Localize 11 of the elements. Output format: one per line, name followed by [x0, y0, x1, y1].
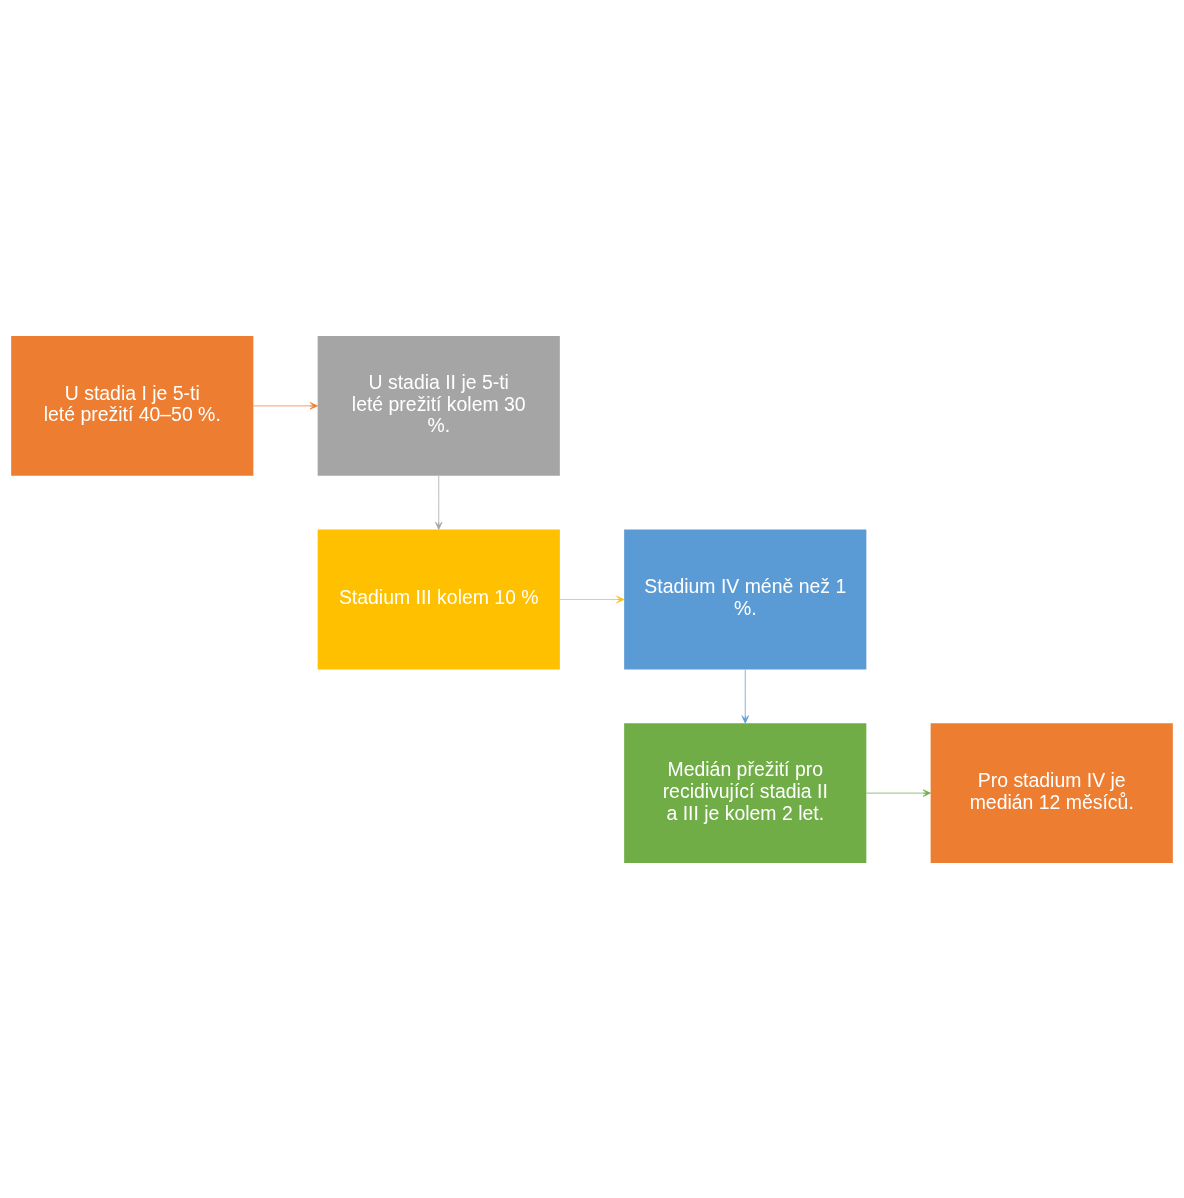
node-box: U stadia I je 5-ti leté prežití 40–50 %.	[11, 335, 254, 476]
node-box: Pro stadium IV je medián 12 měsíců.	[930, 722, 1173, 863]
arrow	[253, 401, 318, 410]
arrow	[741, 668, 749, 723]
arrow	[435, 475, 443, 530]
arrow	[866, 788, 931, 797]
node-box: U stadia II je 5-ti leté prežití kolem 30 %.	[317, 335, 560, 476]
arrow	[559, 595, 625, 603]
node-box: Medián přežití pro recidivující stadia II a III je kolem 2 let.	[624, 722, 867, 863]
node-box: Stadium IV méně než 1 %.	[624, 529, 867, 669]
node-box: Stadium III kolem 10 %	[317, 529, 560, 669]
